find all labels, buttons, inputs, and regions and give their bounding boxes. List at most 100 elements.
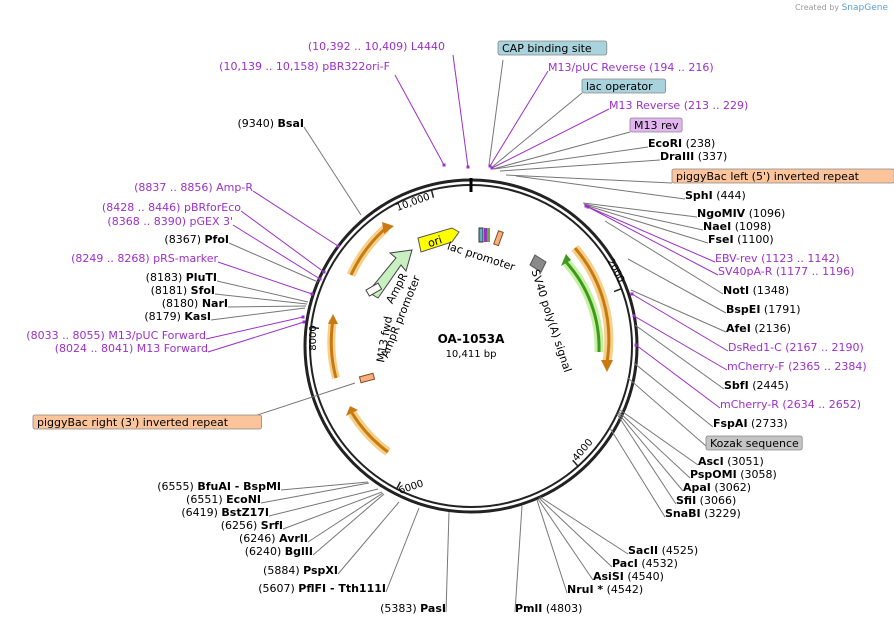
annotation-position: (3051) xyxy=(727,455,764,468)
annotation-position: (238) xyxy=(686,137,716,150)
annotation-name: NruI * xyxy=(567,583,603,596)
annotation-bglii: (6240) BglII xyxy=(245,545,313,558)
annotation-position: (3229) xyxy=(704,507,741,520)
annotation-position: (2365 .. 2384) xyxy=(788,360,867,373)
annotation-text: (6256) SrfI xyxy=(221,519,283,532)
annotation-m13-reverse: M13 Reverse (213 .. 229) xyxy=(609,99,748,112)
feature-marker xyxy=(310,292,314,296)
annotation-m13rev: M13 rev xyxy=(629,117,683,133)
annotation-name: ApaI xyxy=(683,481,711,494)
annotation-dsred: DsRed1-C (2167 .. 2190) xyxy=(728,341,864,354)
annotation-name: M13 Forward xyxy=(137,342,208,355)
annotation-text: (6240) BglII xyxy=(245,545,313,558)
annotation-text: (8180) NarI xyxy=(162,297,228,310)
backbone-inner xyxy=(309,184,633,508)
annotation-text: (8024 .. 8041) M13 Forward xyxy=(55,342,208,355)
annotation-name: piggyBac right (3') inverted repeat xyxy=(37,416,229,429)
annotation-position: (8024 .. 8041) xyxy=(55,342,134,355)
annotation-position: (6551) xyxy=(186,493,223,506)
annotation-text: DraIII (337) xyxy=(660,150,727,163)
annotation-naei: NaeI (1098) xyxy=(703,220,771,233)
annotation-name: PfoI xyxy=(205,233,230,246)
annotation-pgex3: (8368 .. 8390) pGEX 3' xyxy=(107,215,233,228)
leader-line xyxy=(631,293,729,352)
leader-line xyxy=(490,92,583,169)
annotation-asisi: AsiSI (4540) xyxy=(593,570,664,583)
annotation-afei: AfeI (2136) xyxy=(726,322,791,335)
annotation-name: BfuAI - BspMI xyxy=(197,480,281,493)
annotation-prsmarker: (8249 .. 8268) pRS-marker xyxy=(71,252,218,265)
annotation-name: EBV-rev xyxy=(715,252,758,265)
annotation-name: M13/pUC Forward xyxy=(108,329,206,342)
annotation-m13fwd: (8024 .. 8041) M13 Forward xyxy=(55,342,208,355)
annotation-position: (8368 .. 8390) xyxy=(107,215,186,228)
annotation-name: NgoMIV xyxy=(697,207,746,220)
annotation-labels: (10,392 .. 10,409) L4440(10,139 .. 10,15… xyxy=(26,40,894,615)
leader-line xyxy=(583,203,704,231)
leader-line xyxy=(260,482,370,504)
leader-line xyxy=(205,316,304,340)
annotation-name: BstZ17I xyxy=(221,506,269,519)
sv40-block xyxy=(529,254,547,273)
annotation-position: (8428 .. 8446) xyxy=(102,201,181,214)
annotation-name: PacI xyxy=(612,557,638,570)
annotation-name: pBR322ori-F xyxy=(322,60,390,73)
annotation-mcherryf: mCherry-F (2365 .. 2384) xyxy=(727,360,867,373)
annotation-text: (8368 .. 8390) pGEX 3' xyxy=(107,215,233,228)
lac-purple-block xyxy=(484,228,487,242)
annotation-name: AsiSI xyxy=(593,570,624,583)
leader-line xyxy=(635,344,721,409)
annotation-name: SrfI xyxy=(261,519,283,532)
annotation-position: (8183) xyxy=(146,271,183,284)
annotation-name: NarI xyxy=(202,297,228,310)
annotation-cap: CAP binding site xyxy=(497,40,608,56)
annotation-name: pGEX 3' xyxy=(189,215,233,228)
annotation-name: PluTI xyxy=(186,271,217,284)
annotation-apai: ApaI (3062) xyxy=(683,481,751,494)
annotation-box xyxy=(581,78,666,94)
leader-line xyxy=(228,242,319,283)
leader-line xyxy=(499,159,661,172)
tick-mark xyxy=(572,459,579,467)
annotation-text: SfiI (3066) xyxy=(676,494,736,507)
annotation-bspei: BspEI (1791) xyxy=(726,303,801,316)
annotation-name: KasI xyxy=(184,310,211,323)
annotation-name: SbfI xyxy=(724,379,749,392)
feature-marker xyxy=(301,315,305,319)
annotation-noti: NotI (1348) xyxy=(723,284,789,297)
annotation-text: SphI (444) xyxy=(685,189,746,202)
leader-line xyxy=(227,305,307,308)
annotation-position: (3058) xyxy=(740,468,777,481)
annotation-text: M13 Reverse (213 .. 229) xyxy=(609,99,748,112)
annotation-name: SV40pA-R xyxy=(718,265,773,278)
annotation-name: lac operator xyxy=(586,80,653,93)
annotation-bstz17i: (6419) BstZ17I xyxy=(181,506,269,519)
annotation-l4440: (10,392 .. 10,409) L4440 xyxy=(308,40,445,53)
annotation-name: SnaBI xyxy=(665,507,701,520)
annotation-name: BsaI xyxy=(278,117,304,130)
annotation-text: AsiSI (4540) xyxy=(593,570,664,583)
feature-marker xyxy=(584,204,588,208)
leader-line xyxy=(609,427,666,518)
annotation-name: L4440 xyxy=(411,40,445,53)
annotation-m13puc-rev: M13/pUC Reverse (194 .. 216) xyxy=(548,61,714,74)
annotation-pluti: (8183) PluTI xyxy=(146,271,217,284)
leader-line xyxy=(618,411,691,479)
annotation-lacop: lac operator xyxy=(581,78,666,94)
annotation-avrii: (6246) AvrII xyxy=(239,532,308,545)
annotation-text: EBV-rev (1123 .. 1142) xyxy=(715,252,840,265)
annotation-text: PacI (4532) xyxy=(612,557,678,570)
annotation-name: FspAI xyxy=(713,417,748,430)
annotation-ampr: (8837 .. 8856) Amp-R xyxy=(134,181,253,194)
annotation-position: (4542) xyxy=(607,583,644,596)
tick-mark xyxy=(396,481,402,490)
ori-arrow xyxy=(417,227,460,253)
annotation-name: SacII xyxy=(628,544,658,557)
feature-marker xyxy=(442,163,446,167)
annotation-position: (1100) xyxy=(737,233,774,246)
annotation-pbright: piggyBac right (3') inverted repeat xyxy=(32,414,262,430)
annotation-position: (1177 .. 1196) xyxy=(776,265,855,278)
feature-marker xyxy=(318,277,322,281)
annotation-name: M13 Reverse xyxy=(609,99,680,112)
annotation-text: (5383) PasI xyxy=(380,602,446,615)
